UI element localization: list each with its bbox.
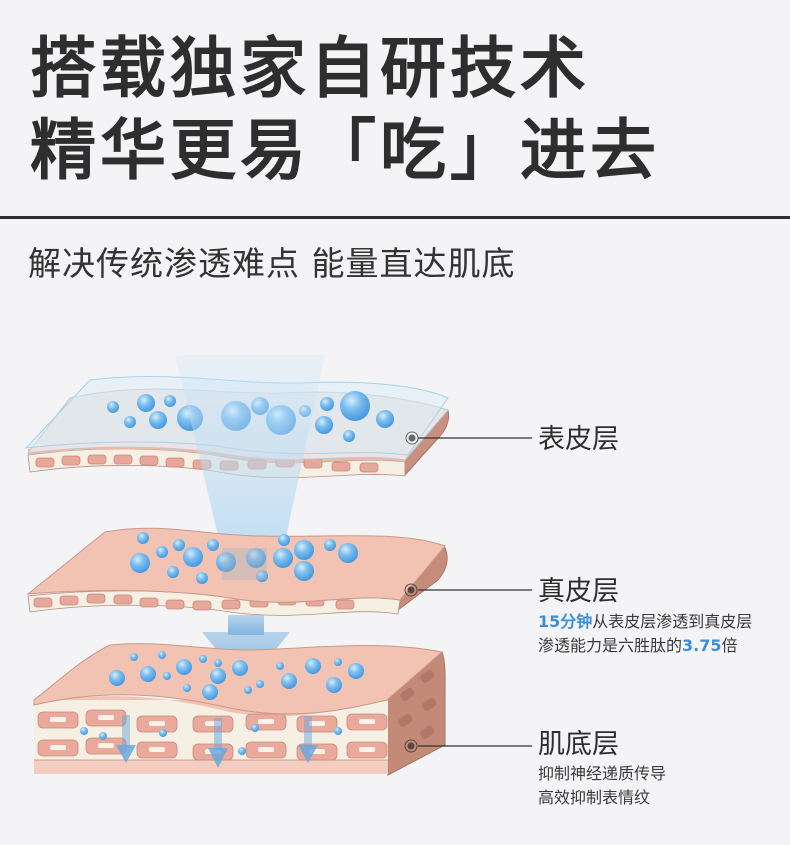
subheadline: 解决传统渗透难点 能量直达肌底 [28, 244, 516, 283]
label-epidermis: 表皮层 [538, 424, 619, 455]
label-base-layer: 肌底层 [538, 729, 619, 760]
dermis-layer [26, 527, 448, 616]
headline-line-2: 精华更易「吃」进去 [30, 112, 660, 189]
header-divider [0, 216, 790, 219]
base-desc-line-2: 高效抑制表情纹 [538, 788, 651, 807]
dermis-time-highlight: 15分钟 [538, 612, 593, 631]
dermis-desc-line-1: 15分钟从表皮层渗透到真皮层 [538, 610, 752, 634]
headline: 搭载独家自研技术 精华更易「吃」进去 [30, 28, 660, 192]
headline-line-1: 搭载独家自研技术 [30, 30, 590, 107]
skin-layers-illustration [24, 355, 532, 776]
base-layer [33, 643, 446, 776]
dermis-desc-text: 从表皮层渗透到真皮层 [592, 612, 753, 631]
dermis-desc-suffix: 倍 [721, 636, 738, 655]
dermis-multiplier-highlight: 3.75 [682, 636, 722, 655]
base-desc-line-1: 抑制神经递质传导 [538, 764, 667, 783]
serum-beam [175, 355, 325, 565]
label-dermis: 真皮层 [538, 576, 619, 607]
dermis-desc-line-2: 渗透能力是六胜肽的3.75倍 [538, 634, 738, 658]
dermis-desc-prefix: 渗透能力是六胜肽的 [538, 636, 683, 655]
